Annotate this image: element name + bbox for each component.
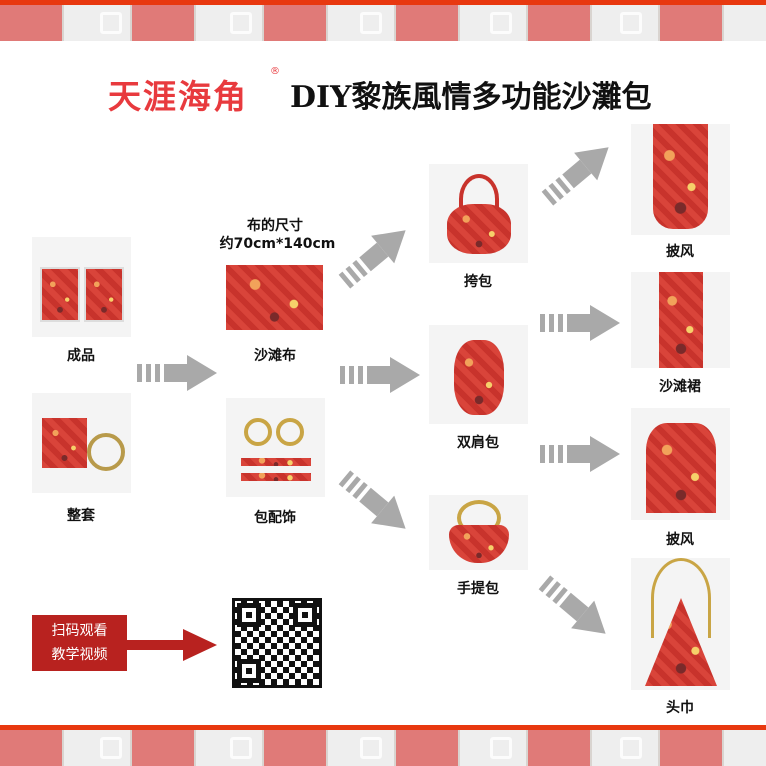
label-accessories: 包配饰 xyxy=(254,510,296,526)
arrow-up-right-icon xyxy=(338,230,406,289)
arrow-right-icon xyxy=(540,305,620,341)
shoulder-bag-image xyxy=(429,164,528,263)
arrow-right-icon xyxy=(540,436,620,472)
accessories-image xyxy=(226,398,325,497)
fabric-size-value: 约70cm*140cm xyxy=(219,236,336,252)
beach-skirt-image xyxy=(631,272,730,368)
backpack-image xyxy=(429,325,528,424)
full-set-image xyxy=(32,393,131,493)
label-finished-product: 成品 xyxy=(67,348,95,364)
handbag-image xyxy=(429,495,528,570)
banner-line-2: 教学视频 xyxy=(51,647,108,663)
label-shoulder-bag: 挎包 xyxy=(464,274,492,290)
arrow-right-icon xyxy=(137,355,217,391)
arrow-right-icon xyxy=(340,357,420,393)
banner-line-1: 扫码观看 xyxy=(51,623,108,639)
page-title: DIY黎族風情多功能沙灘包 xyxy=(290,80,652,115)
headscarf-image xyxy=(631,558,730,690)
cape-image-1 xyxy=(631,124,730,235)
red-arrow-icon xyxy=(127,629,217,661)
bottom-decorative-border xyxy=(0,725,766,766)
arrow-down-right-icon xyxy=(338,470,406,529)
label-backpack: 双肩包 xyxy=(457,435,499,451)
beach-cloth-image xyxy=(226,265,323,330)
label-headscarf: 头巾 xyxy=(666,700,694,716)
label-beach-cloth: 沙滩布 xyxy=(254,348,296,364)
scan-qr-banner: 扫码观看 教学视频 xyxy=(32,615,127,671)
fabric-size-title: 布的尺寸 xyxy=(247,218,303,234)
label-cape-2: 披风 xyxy=(666,532,694,548)
label-beach-skirt: 沙滩裙 xyxy=(659,379,701,395)
cape-image-2 xyxy=(631,408,730,520)
top-decorative-border xyxy=(0,0,766,41)
label-full-set: 整套 xyxy=(67,508,95,524)
label-cape-1: 披风 xyxy=(666,244,694,260)
brand-logo: 天涯海角 xyxy=(108,77,248,116)
arrow-down-right-icon xyxy=(538,575,606,634)
label-handbag: 手提包 xyxy=(457,581,499,597)
arrow-up-right-icon xyxy=(541,147,609,206)
finished-product-image xyxy=(32,237,131,337)
qr-code[interactable] xyxy=(232,598,322,688)
registered-mark: ® xyxy=(270,66,280,77)
